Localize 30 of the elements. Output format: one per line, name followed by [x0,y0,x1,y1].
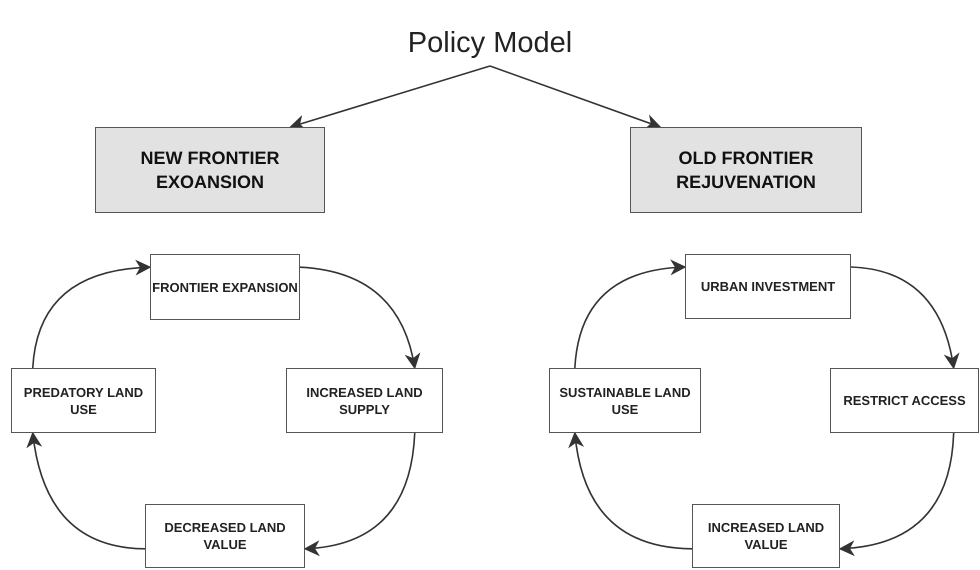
model-box [630,127,862,213]
process-box [150,254,300,320]
arrow [26,432,146,550]
box-label: INCREASED LAND VALUE [706,519,826,553]
arrow [838,432,954,556]
process-box [685,254,851,319]
process-box [549,368,701,433]
arrow [568,432,692,550]
model-box [95,127,325,213]
box-label: FRONTIER EXPANSION [152,278,298,296]
arrow [304,432,416,556]
process-box [692,504,840,568]
process-box [286,368,443,433]
box-label: RESTRICT ACCESS [843,392,966,409]
arrow [300,266,420,370]
box-label: OLD FRONTIER REJUVENATION [675,147,817,194]
box-label: PREDATORY LAND USE [22,384,144,418]
arrow [490,65,662,130]
process-box [830,368,979,433]
box-label: INCREASED LAND SUPPLY [305,384,424,418]
heading-text: Policy Model [385,20,595,66]
arrow [850,266,959,370]
box-label: NEW FRONTIER EXOANSION [140,147,280,194]
box-label: URBAN INVESTMENT [700,278,836,295]
box-label: DECREASED LAND VALUE [163,519,287,553]
box-label: SUSTAINABLE LAND USE [558,384,692,418]
process-box [11,368,156,433]
arrow [32,260,152,368]
process-box [145,504,305,568]
arrow [574,260,686,368]
